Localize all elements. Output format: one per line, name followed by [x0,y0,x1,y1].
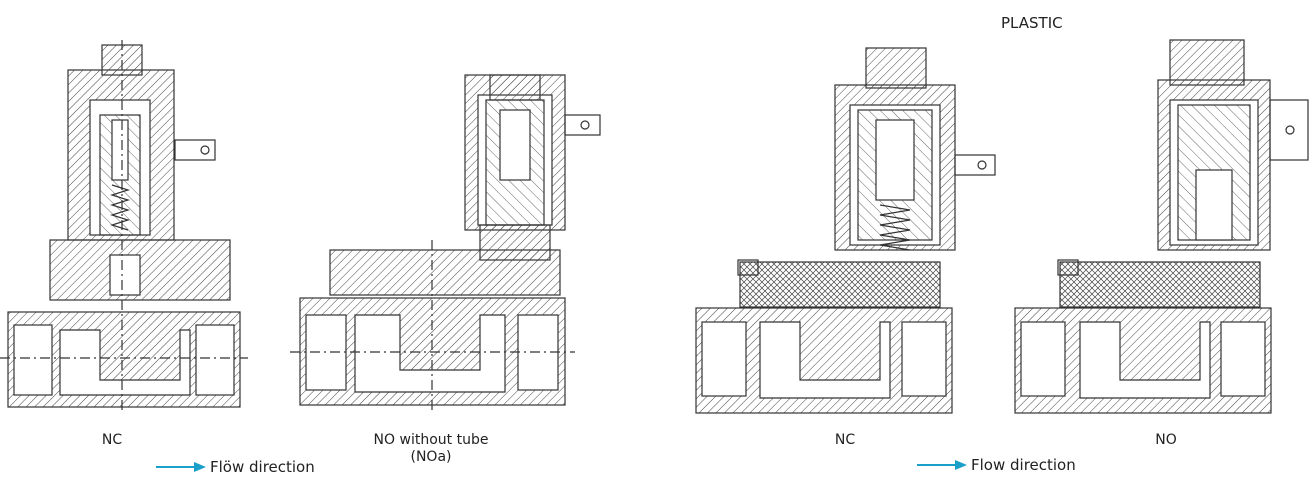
flow-arrow-icon [917,460,967,470]
flow-direction-legend-right: Flow direction [917,456,1076,474]
caption-valve-4: NO [1155,432,1177,448]
valve-1-nc-drawing [0,40,248,410]
flow-direction-label-left: Flöw direction [210,458,315,476]
flow-direction-label-right: Flow direction [971,456,1076,474]
valve-4-no-plastic-drawing [1014,39,1309,414]
valve-3-nc-plastic-drawing [695,47,996,414]
plastic-header: PLASTIC [1001,14,1063,32]
caption-valve-2-line1: NO without tube [373,432,489,448]
flow-arrow-icon [156,462,206,472]
caption-valve-1: NC [101,432,123,448]
valve-2-no-drawing [290,74,601,410]
flow-direction-legend-left: Flöw direction [156,458,315,476]
caption-valve-2-line2: (NOa) [410,449,452,465]
caption-valve-3: NC [834,432,856,448]
